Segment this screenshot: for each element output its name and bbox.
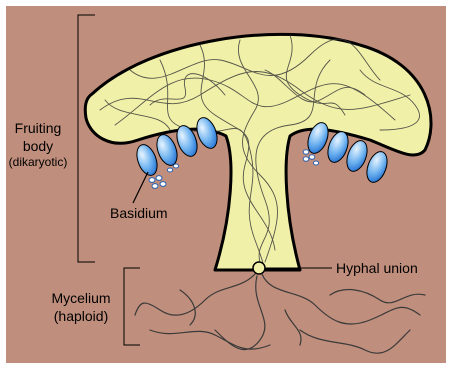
hyphal-union-label: Hyphal union [336, 260, 418, 278]
fruiting-body-label-line3: (dikaryotic) [2, 155, 74, 170]
fruiting-body-label-line2: body [2, 138, 74, 156]
hyphal-union-circle [253, 262, 265, 274]
fruiting-body-label-line1: Fruiting [2, 120, 74, 138]
fruiting-body-label: Fruiting body (dikaryotic) [2, 120, 74, 170]
basidium-label: Basidium [110, 205, 168, 223]
mycelium-label-line1: Mycelium [42, 290, 120, 308]
mycelium-label: Mycelium (haploid) [42, 290, 120, 325]
mycelium-label-line2: (haploid) [42, 308, 120, 326]
